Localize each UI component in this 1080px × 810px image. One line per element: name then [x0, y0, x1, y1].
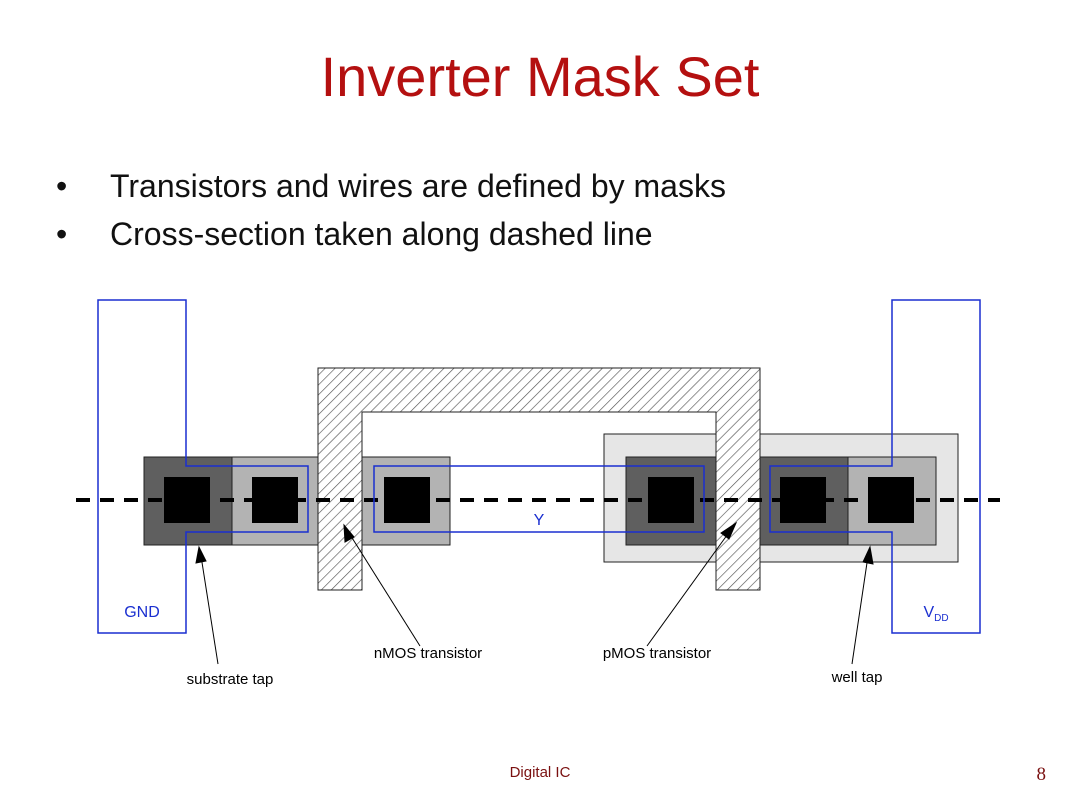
well-tap-label: well tap	[831, 669, 883, 686]
substrate-tap-arrowhead	[195, 545, 207, 564]
bullet-dot: •	[56, 216, 68, 252]
polysilicon-gate	[317, 367, 761, 591]
vdd-metal	[769, 299, 981, 634]
nmos-transistor-label: nMOS transistor	[374, 645, 482, 662]
well-tap-arrowhead	[862, 545, 874, 565]
vdd-label-main: V	[923, 604, 934, 621]
slide-title: Inverter Mask Set	[320, 45, 760, 108]
bullet-text: Cross-section taken along dashed line	[110, 216, 653, 252]
bullet-item: • Cross-section taken along dashed line	[56, 210, 726, 258]
substrate-tap-label: substrate tap	[187, 671, 274, 688]
pmos-transistor-label: pMOS transistor	[603, 645, 711, 662]
nmos-arrowhead	[343, 523, 355, 543]
nmos-arrow	[348, 532, 421, 647]
pmos-arrowhead	[720, 521, 738, 540]
gnd-label: GND	[124, 604, 160, 621]
bullet-item: • Transistors and wires are defined by m…	[56, 162, 726, 210]
vdd-label-subscript: DD	[934, 613, 948, 624]
page-number: 8	[1036, 764, 1047, 785]
y-output-metal	[373, 465, 705, 533]
bullet-dot: •	[56, 168, 68, 204]
well-tap-arrow	[851, 555, 869, 665]
y-label: Y	[534, 512, 545, 529]
substrate-tap-arrow	[200, 555, 219, 665]
vdd-label: VDD	[923, 604, 948, 624]
slide-footer: Digital IC	[509, 764, 571, 781]
gnd-metal	[97, 299, 309, 634]
bullet-text: Transistors and wires are defined by mas…	[110, 168, 726, 204]
bullet-list: • Transistors and wires are defined by m…	[56, 162, 726, 258]
pmos-arrow	[646, 530, 731, 647]
